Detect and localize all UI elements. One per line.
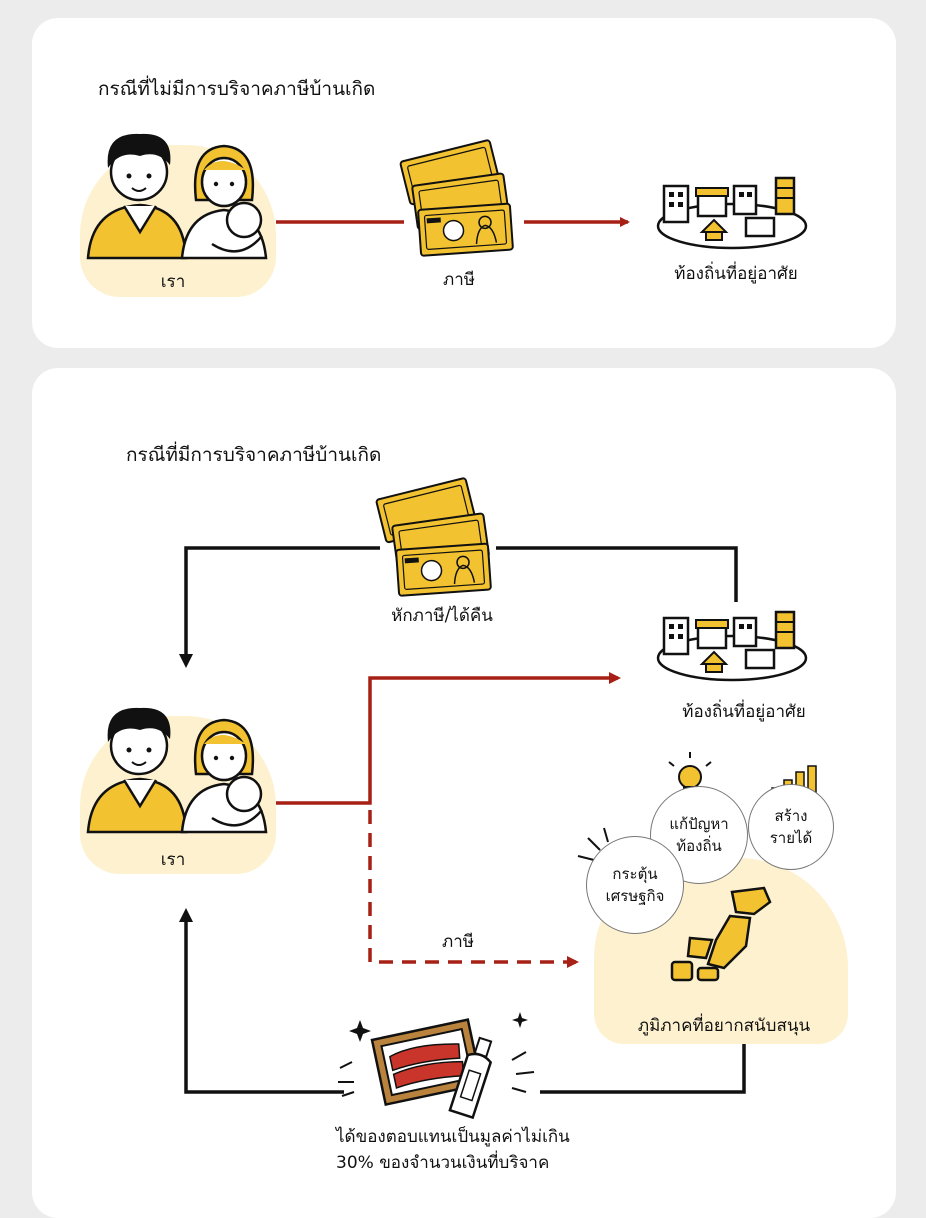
circle-solve-local-problems: แก้ปัญหา ท้องถิ่น bbox=[650, 786, 748, 884]
gift-box-icon bbox=[370, 1018, 493, 1120]
circle-solve-line1: แก้ปัญหา bbox=[669, 815, 729, 833]
refund-label: หักภาษี/ได้คืน bbox=[391, 606, 493, 626]
donation-tax-arrow bbox=[368, 810, 579, 968]
circle-income-line1: สร้าง bbox=[774, 807, 808, 825]
circle-economy-line1: กระตุ้น bbox=[612, 865, 658, 883]
town-icon-2 bbox=[656, 610, 808, 682]
circle-economy-line2: เศรษฐกิจ bbox=[605, 887, 665, 905]
circle-income-line2: รายได้ bbox=[769, 829, 813, 847]
gift-line-right bbox=[540, 1044, 746, 1094]
gift-sparkle-icon bbox=[338, 1012, 535, 1097]
japan-map-icon bbox=[670, 886, 772, 982]
refund-arrow bbox=[179, 546, 380, 668]
circle-stimulate-economy: กระตุ้น เศรษฐกิจ bbox=[586, 836, 684, 934]
gift-caption-line2: 30% ของจำนวนเงินที่บริจาค bbox=[336, 1153, 550, 1173]
case-without-title: กรณีที่ไม่มีการบริจาคภาษีบ้านเกิด bbox=[98, 78, 376, 100]
us-label-2: เรา bbox=[160, 850, 186, 870]
resident-tax-arrow bbox=[276, 672, 621, 805]
circle-create-income: สร้าง รายได้ bbox=[748, 784, 834, 870]
locality-label: ท้องถิ่นที่อยู่อาศัย bbox=[674, 264, 798, 284]
tax-label-2: ภาษี bbox=[442, 932, 474, 952]
tax-label: ภาษี bbox=[443, 270, 475, 290]
yen-bills-icon-2 bbox=[375, 477, 492, 597]
region-label: ภูมิภาคที่อยากสนับสนุน bbox=[637, 1016, 811, 1036]
town-icon bbox=[656, 176, 808, 250]
gift-caption: ได้ของตอบแทนเป็นมูลค่าไม่เกิน 30% ของจำน… bbox=[336, 1124, 570, 1176]
gift-caption-line1: ได้ของตอบแทนเป็นมูลค่าไม่เกิน bbox=[336, 1127, 570, 1147]
case-with-title: กรณีที่มีการบริจาคภาษีบ้านเกิด bbox=[126, 444, 382, 466]
yen-bills-icon bbox=[399, 139, 514, 257]
family-icon-2 bbox=[86, 707, 268, 834]
family-icon bbox=[86, 133, 268, 260]
circle-solve-line2: ท้องถิ่น bbox=[676, 837, 722, 855]
sparkle-icon bbox=[577, 827, 609, 861]
us-label: เรา bbox=[160, 272, 186, 292]
gift-arrow bbox=[179, 908, 344, 1094]
locality-label-2: ท้องถิ่นที่อยู่อาศัย bbox=[682, 702, 806, 722]
refund-line-right bbox=[496, 546, 738, 602]
